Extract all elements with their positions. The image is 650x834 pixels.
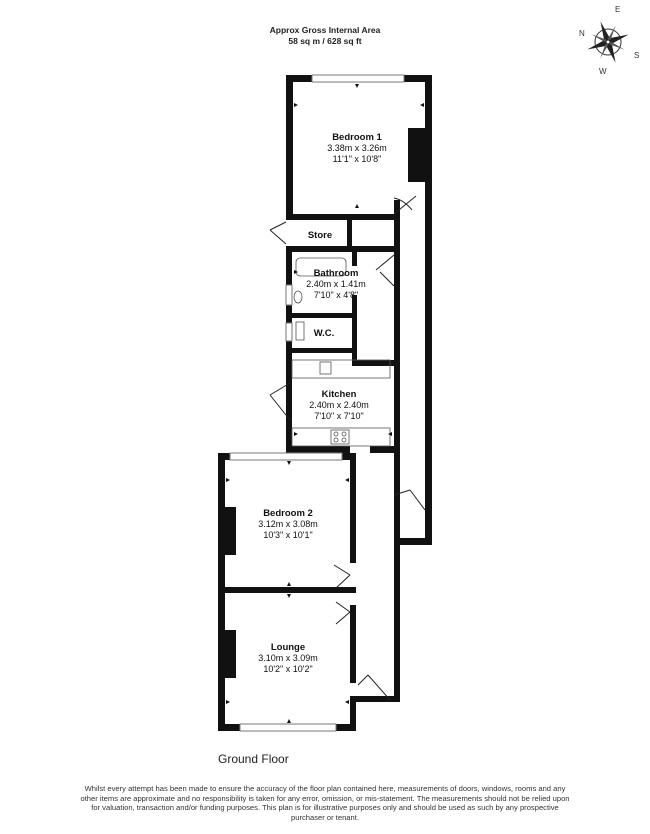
bathroom-fixtures: [293, 257, 347, 341]
wall-lounge-right-low: [350, 700, 356, 731]
bedroom2-metric: 3.12m x 3.08m: [258, 519, 318, 529]
area-value: 58 sq m / 628 sq ft: [288, 36, 362, 46]
wall-store-right: [347, 218, 352, 252]
wall-lounge-right: [350, 605, 356, 683]
wall-bath-right: [352, 295, 357, 365]
door-kitchen: [269, 382, 291, 421]
window-bed1: [311, 74, 405, 83]
wall-closet-bottom: [352, 246, 396, 252]
lounge-imperial: 10'2" x 10'2": [263, 664, 312, 674]
wc-name: W.C.: [314, 328, 335, 339]
wall-bed1-bottom: [286, 214, 396, 220]
bathroom-imperial: 7'10" x 4'8": [314, 290, 358, 300]
bathroom-metric: 2.40m x 1.41m: [306, 279, 366, 289]
wall-kitchen-top-right: [352, 360, 396, 366]
wall-closet-side: [352, 246, 357, 266]
kitchen-name: Kitchen: [322, 389, 357, 400]
door-bed2: [333, 564, 351, 589]
compass-e-label: E: [615, 5, 620, 14]
chimney-bed1: [408, 128, 426, 182]
wall-bed2-bottom: [218, 587, 356, 593]
wc-icon: [295, 321, 305, 341]
window-lounge: [239, 723, 337, 732]
door-store: [269, 221, 287, 245]
bedroom1-imperial: 11'1" x 10'8": [333, 154, 382, 164]
disclaimer-text: Whilst every attempt has been made to en…: [80, 784, 570, 822]
chimney-bed2: [225, 507, 236, 555]
window-wc: [285, 322, 293, 342]
compass-w-label: W: [599, 67, 607, 76]
kitchen-fixtures: [291, 359, 391, 447]
lounge-metric: 3.10m x 3.09m: [258, 653, 318, 663]
hob-icon: [330, 429, 350, 445]
bedroom1-name: Bedroom 1: [332, 132, 382, 143]
door-entrance: [393, 489, 426, 511]
wall-kitchen-bottom-left: [286, 446, 350, 453]
kitchen-metric: 2.40m x 2.40m: [309, 400, 369, 410]
dimension-markers: [226, 84, 424, 723]
chimney-lounge: [225, 630, 236, 678]
wall-corridor-bottom: [394, 538, 432, 545]
bedroom2-imperial: 10'3" x 10'1": [263, 530, 312, 540]
wall-bed2-right: [350, 453, 356, 563]
wall-east: [425, 75, 432, 545]
window-bath: [285, 284, 293, 306]
bath-icon: [295, 257, 347, 277]
wall-corridor: [394, 200, 400, 545]
kitchen-imperial: 7'10" x 7'10": [314, 411, 363, 421]
bedroom1-metric: 3.38m x 3.26m: [327, 143, 387, 153]
windows: [229, 74, 405, 732]
door-bed1: [393, 195, 417, 215]
store-name: Store: [308, 230, 332, 241]
wall-kitchen-bottom-right: [370, 446, 400, 453]
wall-store-bottom: [286, 246, 352, 252]
bathroom-name: Bathroom: [314, 268, 359, 279]
doors: [269, 195, 426, 701]
door-lounge: [335, 601, 351, 625]
wall-bed1-left: [286, 75, 293, 220]
window-bed2: [229, 452, 343, 461]
wall-hall-bottom: [350, 696, 400, 702]
sink-icon: [319, 361, 332, 375]
lounge-name: Lounge: [271, 642, 305, 653]
door-hall-low: [357, 674, 391, 701]
wall-hall-right: [394, 540, 400, 702]
wall-bath-left: [286, 246, 292, 446]
door-bathroom: [375, 254, 395, 287]
compass-s-label: S: [634, 51, 639, 60]
basin-icon: [293, 290, 303, 304]
wall-wc-bottom: [286, 348, 352, 353]
wall-bath-wc: [286, 313, 352, 318]
floor-label: Ground Floor: [218, 752, 289, 766]
bedroom2-name: Bedroom 2: [263, 508, 313, 519]
compass-n-label: N: [579, 29, 585, 38]
compass-icon: [587, 21, 629, 63]
area-title: Approx Gross Internal Area: [269, 25, 381, 35]
